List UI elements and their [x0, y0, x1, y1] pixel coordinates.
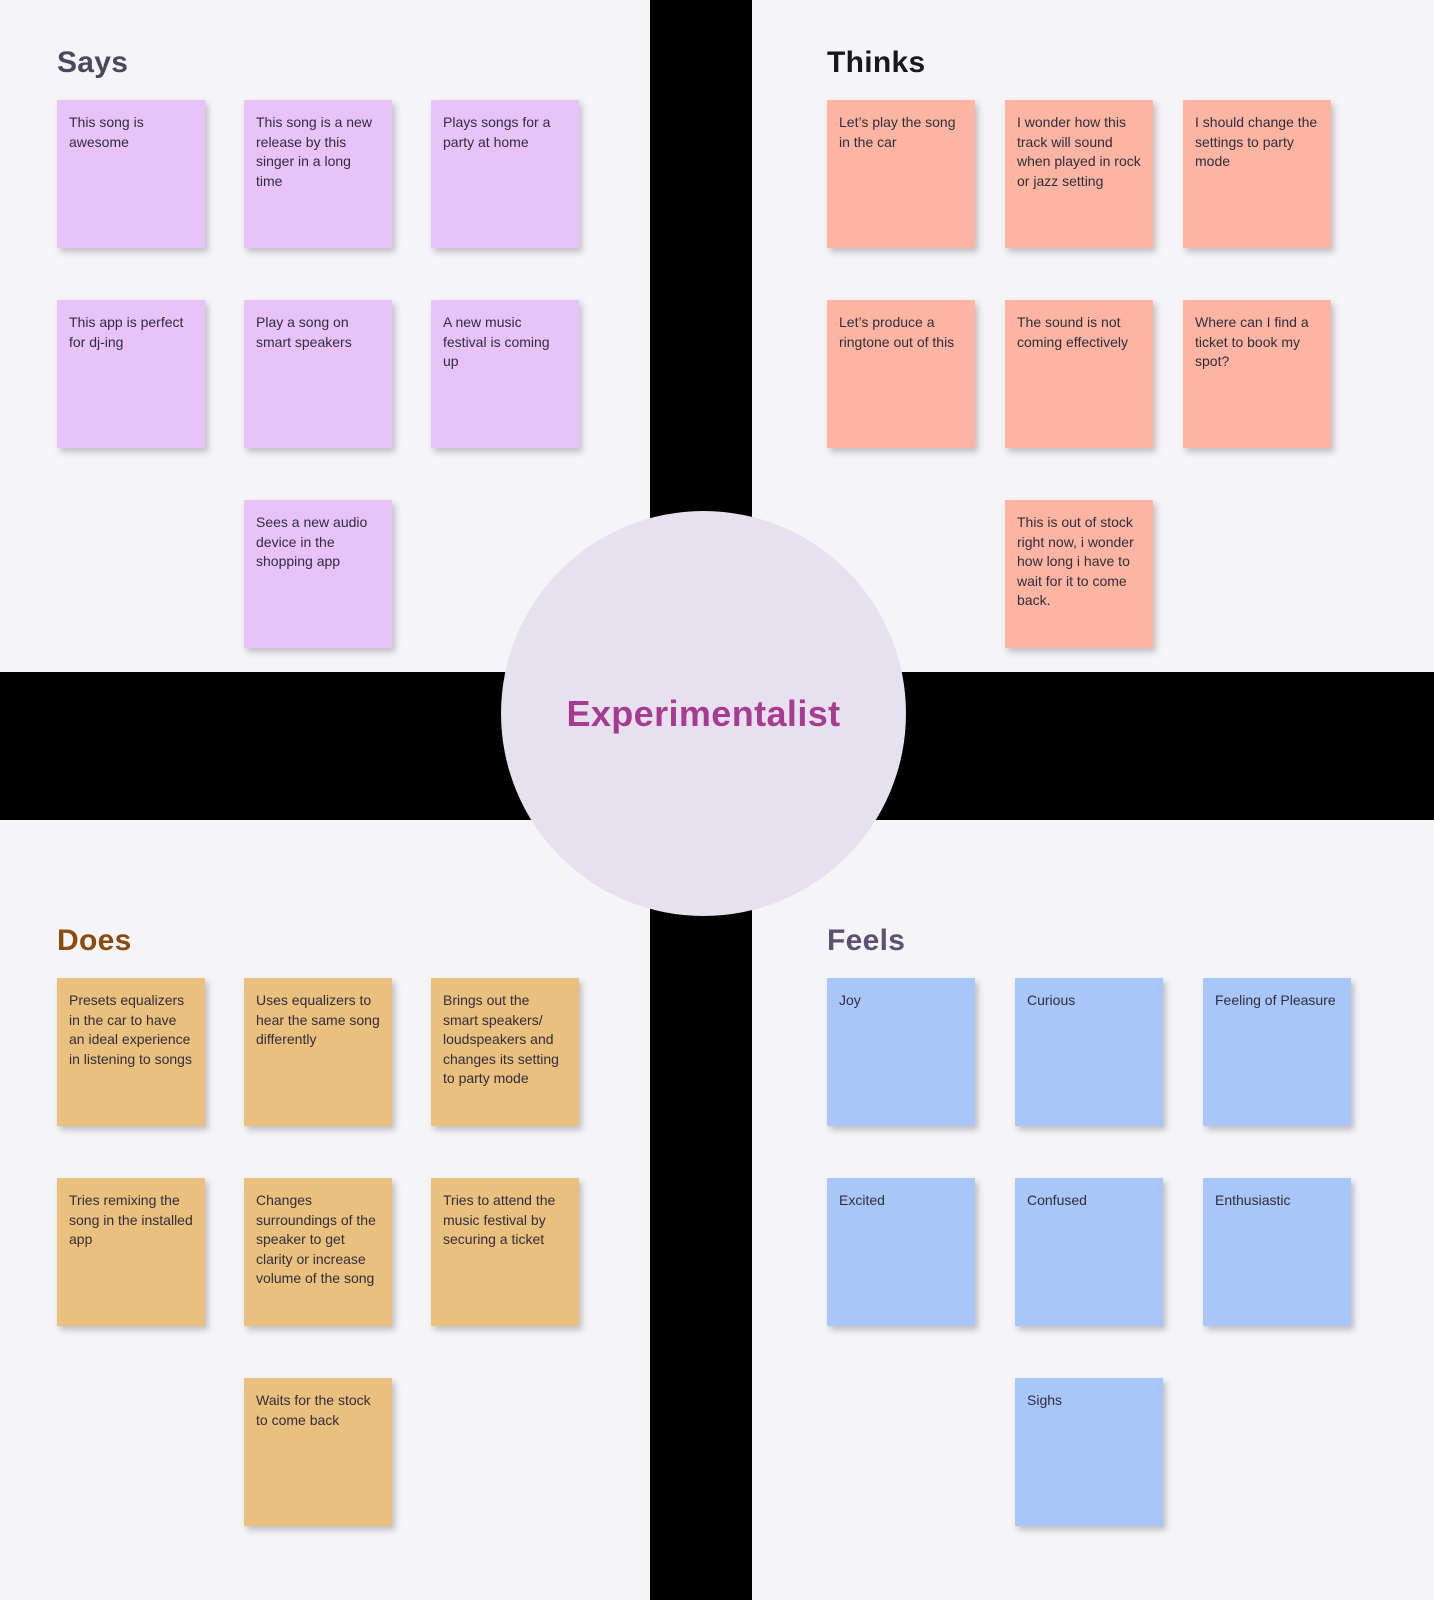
sticky-note[interactable]: Excited — [827, 1178, 975, 1326]
thinks-notes-grid: Let’s play the song in the car I wonder … — [827, 100, 1331, 648]
sticky-note[interactable]: Uses equalizers to hear the same song di… — [244, 978, 392, 1126]
quadrant-title-says: Says — [57, 46, 129, 79]
sticky-note[interactable]: Brings out the smart speakers/ loudspeak… — [431, 978, 579, 1126]
sticky-note[interactable]: This song is awesome — [57, 100, 205, 248]
sticky-note[interactable]: The sound is not coming effectively — [1005, 300, 1153, 448]
sticky-note[interactable]: This is out of stock right now, i wonder… — [1005, 500, 1153, 648]
sticky-note[interactable]: Play a song on smart speakers — [244, 300, 392, 448]
sticky-note[interactable]: A new music festival is coming up — [431, 300, 579, 448]
sticky-note[interactable]: Let’s play the song in the car — [827, 100, 975, 248]
sticky-note[interactable]: Plays songs for a party at home — [431, 100, 579, 248]
sticky-note[interactable]: Changes surroundings of the speaker to g… — [244, 1178, 392, 1326]
does-notes-grid: Presets equalizers in the car to have an… — [57, 978, 579, 1526]
sticky-note[interactable]: Confused — [1015, 1178, 1163, 1326]
sticky-note[interactable]: Tries to attend the music festival by se… — [431, 1178, 579, 1326]
sticky-note[interactable]: Waits for the stock to come back — [244, 1378, 392, 1526]
quadrant-does: Does Presets equalizers in the car to ha… — [57, 924, 579, 1526]
sticky-note[interactable]: I wonder how this track will sound when … — [1005, 100, 1153, 248]
sticky-note[interactable]: Sighs — [1015, 1378, 1163, 1526]
sticky-note[interactable]: This app is perfect for dj-ing — [57, 300, 205, 448]
sticky-note[interactable]: This song is a new release by this singe… — [244, 100, 392, 248]
persona-label: Experimentalist — [566, 692, 841, 734]
feels-notes-grid: Joy Curious Feeling of Pleasure Excited … — [827, 978, 1351, 1526]
sticky-note[interactable]: Feeling of Pleasure — [1203, 978, 1351, 1126]
quadrant-thinks: Thinks Let’s play the song in the car I … — [827, 46, 1331, 648]
quadrant-title-does: Does — [57, 924, 132, 957]
quadrant-title-feels: Feels — [827, 924, 906, 957]
says-notes-grid: This song is awesome This song is a new … — [57, 100, 579, 648]
sticky-note[interactable]: I should change the settings to party mo… — [1183, 100, 1331, 248]
quadrant-feels: Feels Joy Curious Feeling of Pleasure Ex… — [827, 924, 1351, 1526]
sticky-note[interactable]: Joy — [827, 978, 975, 1126]
sticky-note[interactable]: Enthusiastic — [1203, 1178, 1351, 1326]
sticky-note[interactable]: Tries remixing the song in the installed… — [57, 1178, 205, 1326]
sticky-note[interactable]: Let’s produce a ringtone out of this — [827, 300, 975, 448]
persona-circle[interactable]: Experimentalist — [501, 511, 906, 916]
sticky-note[interactable]: Where can I find a ticket to book my spo… — [1183, 300, 1331, 448]
sticky-note[interactable]: Curious — [1015, 978, 1163, 1126]
quadrant-title-thinks: Thinks — [827, 46, 926, 79]
quadrant-says: Says This song is awesome This song is a… — [57, 46, 579, 648]
sticky-note[interactable]: Presets equalizers in the car to have an… — [57, 978, 205, 1126]
sticky-note[interactable]: Sees a new audio device in the shopping … — [244, 500, 392, 648]
